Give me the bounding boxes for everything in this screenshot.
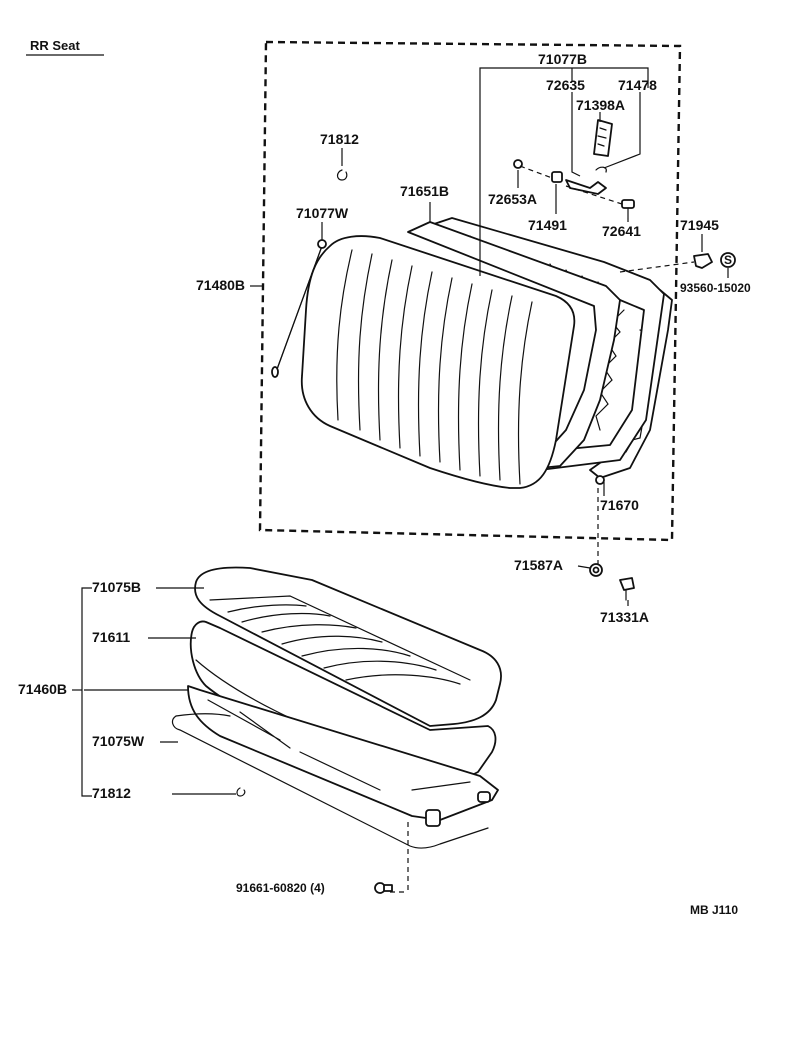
nut-71587A (589, 563, 603, 577)
clip-dash-link (619, 261, 695, 273)
label-71460B: 71460B (18, 681, 67, 697)
seatback-assembly-box (258, 40, 682, 542)
label-71491: 71491 (528, 217, 567, 233)
label-71075W: 71075W (92, 733, 145, 749)
nut-93560-15020: S (720, 252, 736, 268)
label-72635: 72635 (546, 77, 585, 93)
leader-lines (72, 67, 729, 797)
label-71945: 71945 (680, 217, 719, 233)
diagram-title: RR Seat (30, 38, 81, 53)
wire-rod-71075W (171, 713, 489, 849)
hog-ring-71812-top (336, 169, 348, 181)
screw-91661-60820 (374, 882, 393, 894)
label-71077W: 71077W (296, 205, 349, 221)
label-71611: 71611 (92, 629, 130, 645)
hardware-71398A (593, 119, 613, 173)
label-71478: 71478 (618, 77, 657, 93)
label-71587A: 71587A (514, 557, 563, 573)
label-71331A: 71331A (600, 609, 649, 625)
label-71812-top: 71812 (320, 131, 359, 147)
label-71651B: 71651B (400, 183, 449, 199)
cushion-cover-71075B (194, 566, 502, 727)
label-71670: 71670 (600, 497, 639, 513)
hog-ring-71812-bottom (236, 787, 246, 797)
cushion-frame-71460B (187, 685, 499, 827)
hardware-72641 (621, 199, 635, 219)
label-93560-15020: 93560-15020 (680, 281, 751, 295)
label-71077B: 71077B (538, 51, 587, 67)
label-71075B: 71075B (92, 579, 141, 595)
hardware-71491 (551, 171, 607, 195)
label-72641: 72641 (602, 223, 641, 239)
seatback-pad-71651B (407, 221, 621, 469)
wire-rod-71077W (271, 239, 327, 378)
label-91661-60820: 91661-60820 (4) (236, 881, 325, 895)
diagram-code: MB J110 (690, 903, 738, 917)
bolt-71331A (619, 577, 635, 601)
seatback-cover-71077B (300, 235, 576, 489)
svg-text:S: S (724, 253, 732, 267)
hardware-dash-links (519, 165, 623, 205)
label-72653A: 72653A (488, 191, 537, 207)
label-71398A: 71398A (576, 97, 625, 113)
label-71480B: 71480B (196, 277, 245, 293)
clip-71945 (693, 253, 713, 269)
label-71812-bottom: 71812 (92, 785, 131, 801)
